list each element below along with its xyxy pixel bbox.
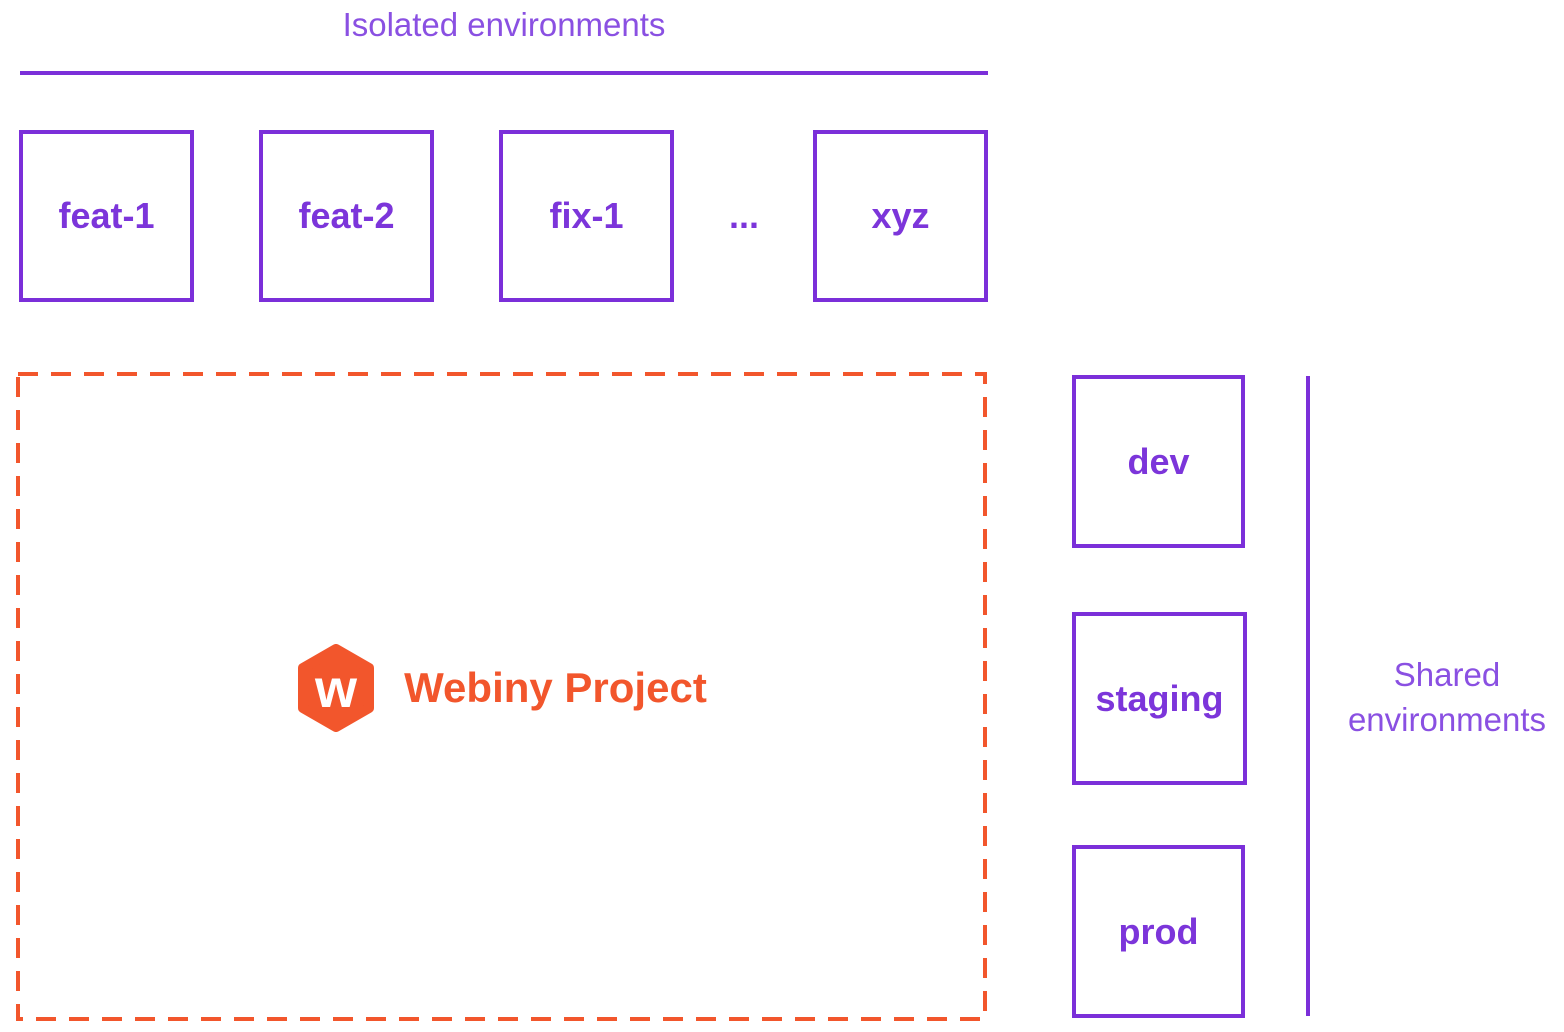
webiny-logo-letter: w: [314, 659, 358, 719]
env-box-fix-1: fix-1: [499, 130, 674, 302]
env-box-prod: prod: [1072, 845, 1245, 1018]
env-box-label: feat-2: [298, 195, 395, 236]
shared-title-line-1: Shared: [1393, 656, 1501, 693]
ellipsis-label: ...: [728, 195, 759, 236]
shared-environments-divider: [1306, 376, 1310, 1016]
env-box-label: staging: [1095, 677, 1224, 719]
env-box-label: prod: [1118, 910, 1199, 952]
env-box-label: fix-1: [549, 195, 624, 236]
isolated-environments-title: Isolated environments: [342, 6, 666, 43]
webiny-project-group: w Webiny Project: [18, 374, 985, 1019]
env-box-staging: staging: [1072, 612, 1247, 785]
env-box-feat-1: feat-1: [19, 130, 194, 302]
isolated-environments-underline: [20, 71, 988, 75]
shared-environments-title: Shared environments: [1330, 652, 1564, 742]
webiny-logo-icon: w: [298, 643, 375, 732]
env-box-label: feat-1: [58, 195, 155, 236]
env-box-label: dev: [1127, 440, 1190, 482]
shared-title-line-2: environments: [1347, 701, 1547, 738]
env-box-feat-2: feat-2: [259, 130, 434, 302]
webiny-project-dashed-boundary: [16, 372, 987, 1021]
webiny-project-label: Webiny Project: [404, 663, 707, 711]
env-box-label: xyz: [871, 195, 930, 236]
env-box-xyz: xyz: [813, 130, 988, 302]
env-box-dev: dev: [1072, 375, 1245, 548]
